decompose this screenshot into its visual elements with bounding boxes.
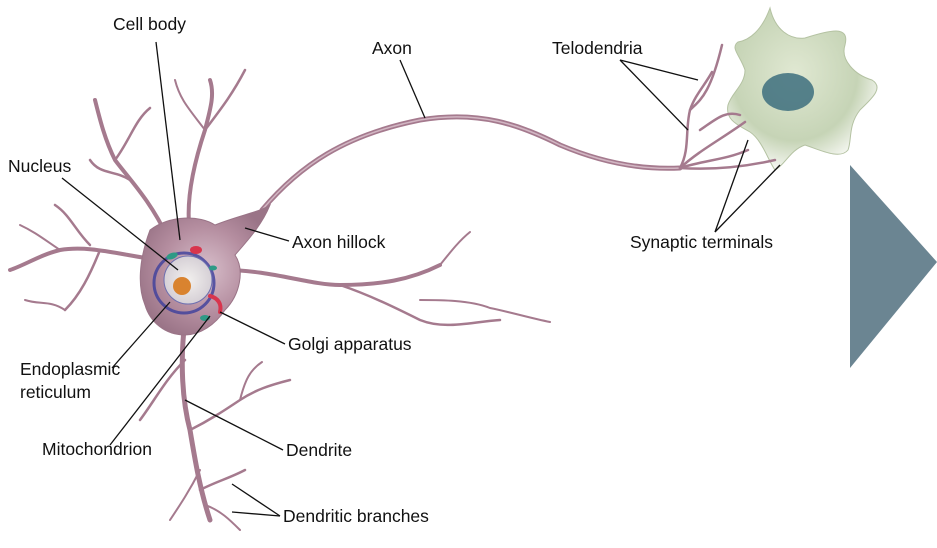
labels: Cell body Axon Telodendria Nucleus Axon … [8, 14, 773, 526]
label-axon-hillock: Axon hillock [292, 232, 386, 252]
label-mitochondrion: Mitochondrion [42, 439, 152, 459]
label-telodendria: Telodendria [552, 38, 643, 58]
label-endoplasmic-reticulum-line2: reticulum [20, 382, 91, 402]
target-nucleus [762, 73, 814, 111]
target-cell [728, 8, 877, 170]
label-cell-body: Cell body [113, 14, 186, 34]
axon [262, 117, 680, 210]
dendrites [10, 70, 550, 530]
triangle-right-icon[interactable] [850, 165, 937, 368]
label-axon: Axon [372, 38, 412, 58]
label-nucleus: Nucleus [8, 156, 71, 176]
label-golgi-apparatus: Golgi apparatus [288, 334, 412, 354]
label-dendritic-branches: Dendritic branches [283, 506, 429, 526]
label-synaptic-terminals: Synaptic terminals [630, 232, 773, 252]
label-endoplasmic-reticulum-line1: Endoplasmic [20, 359, 120, 379]
label-dendrite: Dendrite [286, 440, 352, 460]
nucleolus [173, 277, 191, 295]
